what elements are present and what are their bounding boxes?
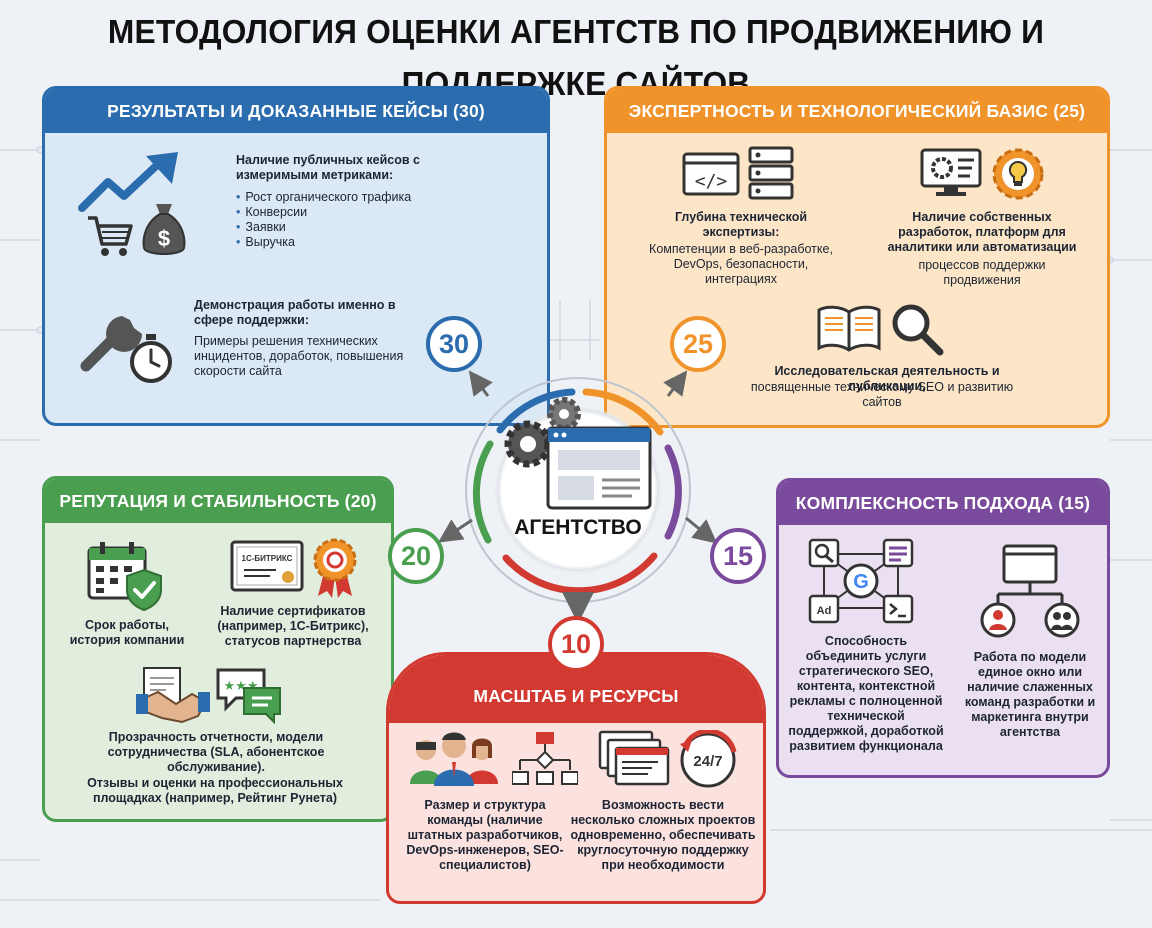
own-dev-title: Наличие собственных разработок, платформ… bbox=[887, 210, 1077, 254]
clock-24-icon: 24/7 bbox=[680, 730, 737, 788]
service-network-icon: G Ad bbox=[808, 538, 914, 624]
server-icon bbox=[748, 146, 794, 200]
combine-services-text: Способность объединить услуги стратегиче… bbox=[788, 634, 944, 753]
metric-item: Рост органического трафика bbox=[236, 190, 466, 205]
depth-title: Глубина технической экспертизы: bbox=[674, 210, 808, 239]
money-bag-icon: $ bbox=[142, 204, 186, 255]
review-bubble-icon: ★★★ bbox=[216, 668, 281, 724]
reputation-score-badge: 20 bbox=[388, 528, 444, 584]
reputation-header: РЕПУТАЦИЯ И СТАБИЛЬНОСТЬ (20) bbox=[45, 479, 391, 523]
complex-score-badge: 15 bbox=[710, 528, 766, 584]
open-book-icon bbox=[817, 305, 881, 352]
shield-check-icon bbox=[126, 568, 162, 612]
svg-text:$: $ bbox=[158, 226, 170, 251]
scale-score-badge: 10 bbox=[548, 616, 604, 672]
metric-item: Заявки bbox=[236, 220, 466, 235]
demo-title: Демонстрация работы именно в сфере подде… bbox=[194, 298, 396, 327]
research-text: посвященные техническому SEO и развитию … bbox=[750, 380, 1014, 409]
demo-text: Примеры решения технических инцидентов, … bbox=[194, 334, 404, 378]
browser-window-icon bbox=[546, 426, 652, 510]
depth-text: Компетенции в веб-разработке, DevOps, бе… bbox=[649, 242, 833, 286]
expertise-panel: ЭКСПЕРТНОСТЬ И ТЕХНОЛОГИЧЕСКИЙ БАЗИС (25… bbox=[604, 86, 1110, 428]
center-label: АГЕНТСТВО bbox=[514, 516, 642, 539]
monitor-gear-icon bbox=[920, 148, 982, 196]
svg-text:G: G bbox=[853, 571, 869, 593]
ad-label: Ad bbox=[817, 605, 832, 617]
magnifier-icon bbox=[892, 304, 944, 356]
lightbulb-gear-icon bbox=[992, 148, 1044, 200]
expertise-score-badge: 25 bbox=[670, 316, 726, 372]
reviews-text: Отзывы и оценки на профессиональных площ… bbox=[87, 776, 343, 805]
company-age-text: Срок работы, история компании bbox=[69, 618, 185, 647]
scale-header: МАСШТАБ И РЕСУРСЫ bbox=[389, 655, 763, 723]
growth-chart-icon bbox=[78, 152, 178, 212]
transparency-text: Прозрачность отчетности, модели сотрудни… bbox=[107, 730, 325, 774]
svg-text:</>: </> bbox=[695, 171, 728, 192]
own-dev-text: процессов поддержки продвижения bbox=[918, 258, 1046, 287]
reputation-panel: РЕПУТАЦИЯ И СТАБИЛЬНОСТЬ (20) bbox=[42, 476, 394, 822]
page-title: МЕТОДОЛОГИЯ ОЦЕНКИ АГЕНТСТВ ПО ПРОДВИЖЕН… bbox=[107, 13, 1045, 102]
hierarchy-icon bbox=[980, 544, 1080, 638]
shopping-cart-icon bbox=[88, 216, 133, 256]
clock-label: 24/7 bbox=[693, 753, 722, 770]
expertise-header: ЭКСПЕРТНОСТЬ И ТЕХНОЛОГИЧЕСКИЙ БАЗИС (25… bbox=[607, 89, 1107, 133]
complex-header: КОМПЛЕКСНОСТЬ ПОДХОДА (15) bbox=[779, 481, 1107, 525]
metric-item: Выручка bbox=[236, 235, 466, 250]
team-icon bbox=[410, 732, 498, 786]
one-window-text: Работа по модели единое окно или наличие… bbox=[964, 650, 1096, 739]
complex-panel: КОМПЛЕКСНОСТЬ ПОДХОДА (15) bbox=[776, 478, 1110, 778]
stacked-windows-icon bbox=[598, 730, 670, 786]
projects-text: Возможность вести несколько сложных прое… bbox=[570, 798, 756, 872]
cases-title: Наличие публичных кейсов с измеримыми ме… bbox=[236, 153, 421, 182]
certificate-icon: 1С-БИТРИКС bbox=[230, 540, 304, 592]
handshake-icon bbox=[136, 667, 210, 724]
certificates-text: Наличие сертификатов (например, 1С-Битри… bbox=[217, 604, 369, 648]
award-ribbon-icon bbox=[313, 538, 357, 598]
stopwatch-icon bbox=[130, 334, 172, 383]
cert-label: 1С-БИТРИКС bbox=[242, 554, 293, 563]
metrics-list: Рост органического трафика Конверсии Зая… bbox=[236, 190, 466, 250]
results-score-badge: 30 bbox=[426, 316, 482, 372]
metric-item: Конверсии bbox=[236, 205, 466, 220]
research-title: Исследовательская деятельность и публика… bbox=[774, 364, 1000, 393]
flowchart-icon bbox=[512, 732, 578, 785]
team-structure-text: Размер и структура команды (наличие штат… bbox=[406, 798, 564, 872]
code-window-icon: </> bbox=[682, 152, 740, 196]
results-header: РЕЗУЛЬТАТЫ И ДОКАЗАННЫЕ КЕЙСЫ (30) bbox=[45, 89, 547, 133]
wrench-icon bbox=[80, 303, 147, 372]
